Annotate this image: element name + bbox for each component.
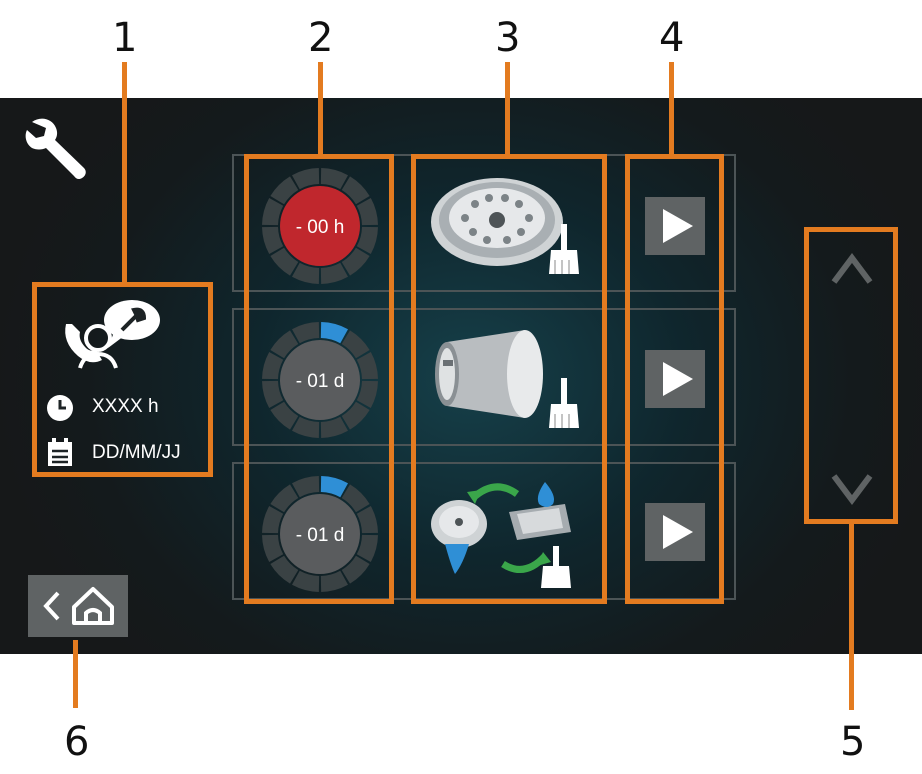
callout-4-line	[669, 62, 674, 156]
ring-segment	[320, 262, 348, 284]
ring-segment	[292, 476, 320, 498]
operating-hours-value: XXXX h	[92, 396, 159, 417]
ring-segment	[262, 534, 284, 562]
countdown-1-label: - 00 h	[295, 217, 345, 238]
countdown-2-label: - 01 d	[295, 371, 345, 392]
ring-segment	[320, 476, 348, 498]
callout-5-line	[849, 522, 854, 710]
ring-segment	[341, 247, 370, 276]
callout-2-box	[244, 154, 394, 604]
ring-segment	[270, 484, 299, 513]
ring-segment	[356, 506, 378, 534]
start-button-2[interactable]	[645, 350, 705, 408]
ring-segment	[341, 330, 370, 359]
ring-segment	[270, 401, 299, 430]
ring-segment	[262, 226, 284, 254]
ring-segment	[356, 534, 378, 562]
water-circulation-cleaning-icon	[431, 482, 571, 588]
ring-segment	[341, 484, 370, 513]
service-date-value: DD/MM/JJ	[92, 442, 181, 463]
clock-icon	[47, 395, 73, 421]
maintenance-row-2	[232, 308, 736, 446]
callout-6: 6	[64, 719, 90, 765]
ring-segment	[292, 322, 320, 344]
callout-2-line	[318, 62, 323, 156]
ring-segment	[262, 198, 284, 226]
ring-segment	[356, 198, 378, 226]
drum-cleaning-icon	[435, 330, 579, 428]
ring-segment	[270, 555, 299, 584]
play-icon	[663, 515, 693, 549]
callout-3-box	[411, 154, 607, 604]
showerhead-cleaning-icon	[431, 178, 579, 274]
callout-5-box	[804, 227, 898, 524]
ring-segment	[292, 262, 320, 284]
ring-segment	[262, 506, 284, 534]
maintenance-screen: - 00 h - 01 d - 01 d	[0, 98, 922, 654]
callout-1: 1	[112, 15, 138, 61]
ring-segment	[341, 176, 370, 205]
chevron-left-icon	[43, 591, 60, 621]
chevron-down-icon	[831, 474, 873, 505]
ring-center	[280, 494, 360, 574]
back-home-button[interactable]	[28, 575, 128, 637]
service-phone-icon	[65, 300, 160, 369]
ring-center	[280, 186, 360, 266]
ring-segment	[270, 247, 299, 276]
ring-segment	[320, 168, 348, 190]
wrench-icon	[25, 118, 86, 180]
callout-2: 2	[308, 15, 334, 61]
ring-segment	[262, 352, 284, 380]
ring-segment	[262, 380, 284, 408]
callout-1-line	[122, 62, 127, 284]
callout-4-box	[625, 154, 724, 604]
ring-segment	[356, 226, 378, 254]
ring-segment	[356, 352, 378, 380]
ring-segment	[320, 416, 348, 438]
countdown-rings	[262, 168, 378, 592]
ring-segment	[292, 416, 320, 438]
ring-segment	[292, 570, 320, 592]
callout-4: 4	[659, 15, 685, 61]
callout-3-line	[505, 62, 510, 156]
ring-segment	[356, 380, 378, 408]
ring-segment	[341, 401, 370, 430]
start-button-1[interactable]	[645, 197, 705, 255]
ring-segment	[270, 330, 299, 359]
callout-3: 3	[495, 15, 521, 61]
home-icon	[72, 587, 114, 625]
start-button-3[interactable]	[645, 503, 705, 561]
play-icon	[663, 209, 693, 243]
chevron-up-icon	[831, 253, 873, 284]
calendar-icon	[48, 438, 72, 466]
scroll-up-button[interactable]	[826, 248, 878, 292]
scroll-down-button[interactable]	[826, 466, 878, 510]
callout-5: 5	[840, 719, 866, 765]
countdown-3-label: - 01 d	[295, 525, 345, 546]
callout-6-line	[73, 640, 78, 708]
callout-1-box	[32, 282, 213, 477]
ring-segment	[320, 570, 348, 592]
ring-segment	[341, 555, 370, 584]
play-icon	[663, 362, 693, 396]
ring-segment	[270, 176, 299, 205]
ring-segment	[320, 322, 348, 344]
ring-segment	[292, 168, 320, 190]
ring-center	[280, 340, 360, 420]
